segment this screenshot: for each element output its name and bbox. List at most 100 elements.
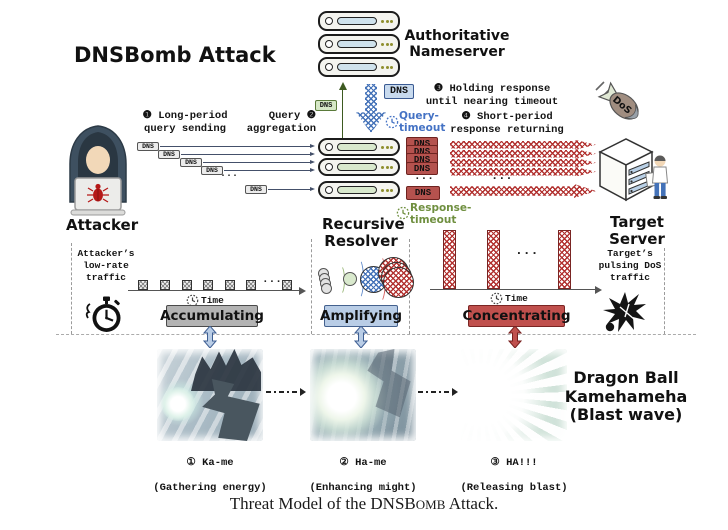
server-led-icon [325,40,333,48]
query-packet [182,280,192,290]
step4-short-period: ❹ Short-period response returning [450,111,564,136]
query-arrowhead [310,143,315,148]
figure-silhouette [367,349,411,418]
ellipsis: ... [491,169,513,183]
amplify-flow-arrow [354,326,368,348]
time-label: Time [505,293,528,304]
bug-icon [87,183,109,203]
explosion-icon [603,292,646,332]
target-traffic-label: Target’s pulsing DoS traffic [598,248,662,283]
ha-caption: ③ HA!!! (Releasing blast) [460,456,568,494]
dns-badge: DNS [245,185,267,194]
authoritative-server-icon [318,34,400,54]
sequence-arrow [418,387,458,396]
hame-frame-image [310,349,416,441]
accumulate-flow-arrow [203,326,217,348]
ellipsis: ... [220,169,239,180]
timeline-arrowhead [299,287,306,295]
concentrate-flow-arrow [508,326,522,348]
kame-frame-image [157,349,263,441]
held-response-arrow [356,84,386,133]
query-arrowhead [310,151,315,156]
response-burst-arrow [450,184,596,198]
query-line [203,162,310,163]
pulse-tower [443,230,456,289]
dns-badge: DNS [180,158,202,167]
clock-icon [396,206,410,220]
target-server-icon [598,138,654,202]
aggregation-arrow-head [338,82,347,90]
query-arrowhead [310,167,315,172]
dns-badge-held: DNS [406,162,438,175]
response-burst-arrow [450,140,596,150]
query-packet [225,280,235,290]
timeline [430,289,596,290]
divider [71,243,72,334]
dos-bomb-icon: DoS [595,81,639,120]
resolver-server-icon [318,138,400,156]
authoritative-nameserver-label: Authoritative Nameserver [404,28,510,60]
resolver-server-icon [318,158,400,176]
hame-caption: ② Ha-me (Enhancing might) [309,456,417,494]
amplification-graphic [316,254,416,304]
recursive-resolver-label: Recursive Resolver [322,215,405,250]
ellipsis: ... [262,274,282,286]
divider [311,239,312,334]
authoritative-server-icon [318,11,400,31]
query-packet [203,280,213,290]
response-burst-arrow [450,158,596,168]
resolver-server-icon [318,181,400,199]
query-timeout-label: Query- timeout [399,110,446,134]
aggregation-arrow-line [342,89,343,138]
query-line [160,146,310,147]
server-led-icon [325,163,333,171]
dns-badge: DNS [137,142,159,151]
clock-icon [490,292,503,305]
response-burst-arrow [450,167,596,177]
authoritative-server-icon [318,57,400,77]
divider [664,248,665,334]
attacker-icon [69,125,127,216]
step1-long-period: ❶ Long-period query sending [142,110,228,135]
server-led-icon [325,186,333,194]
query-line [268,189,310,190]
response-timeout-label: Response- timeout [410,202,472,226]
query-packet [246,280,256,290]
timeline [128,290,300,291]
admin-person-icon [645,155,669,199]
dns-badge: DNS [315,100,337,111]
accumulating-phase: Accumulating [160,305,264,327]
query-arrowhead [310,186,315,191]
query-line [181,154,310,155]
attacker-label: Attacker [66,216,139,234]
target-server-label: Target Server [609,213,665,248]
dns-badge: DNS [201,166,223,175]
query-packet [282,280,292,290]
sequence-arrow [266,387,306,396]
ha-frame-image [461,349,567,441]
step2-query-aggregation: Query ❷ aggregation [246,110,316,135]
concentrating-phase: Concentrating [462,305,571,327]
pulse-tower [558,230,571,289]
query-packet [160,280,170,290]
dns-badge: DNS [158,150,180,159]
divider [56,334,696,335]
query-arrowhead [310,159,315,164]
query-line [224,170,310,171]
dns-badge: DNS [384,84,414,99]
clock-icon [385,115,399,129]
figure-caption: Threat Model of the DNSBOMB Attack. [229,494,499,513]
pulse-tower [487,230,500,289]
energy-orb [161,387,195,421]
server-led-icon [325,17,333,25]
dns-badge-held: DNS [406,186,440,200]
timeline-arrowhead [595,286,602,294]
server-led-icon [325,63,333,71]
server-led-icon [325,143,333,151]
kame-caption: ① Ka-me (Gathering energy) [153,456,267,494]
dragonball-title: Dragon Ball Kamehameha (Blast wave) [564,368,688,424]
ellipsis: ... [515,243,539,258]
stopwatch-icon [85,296,121,332]
figure-title: DNSBomb Attack [74,43,276,67]
